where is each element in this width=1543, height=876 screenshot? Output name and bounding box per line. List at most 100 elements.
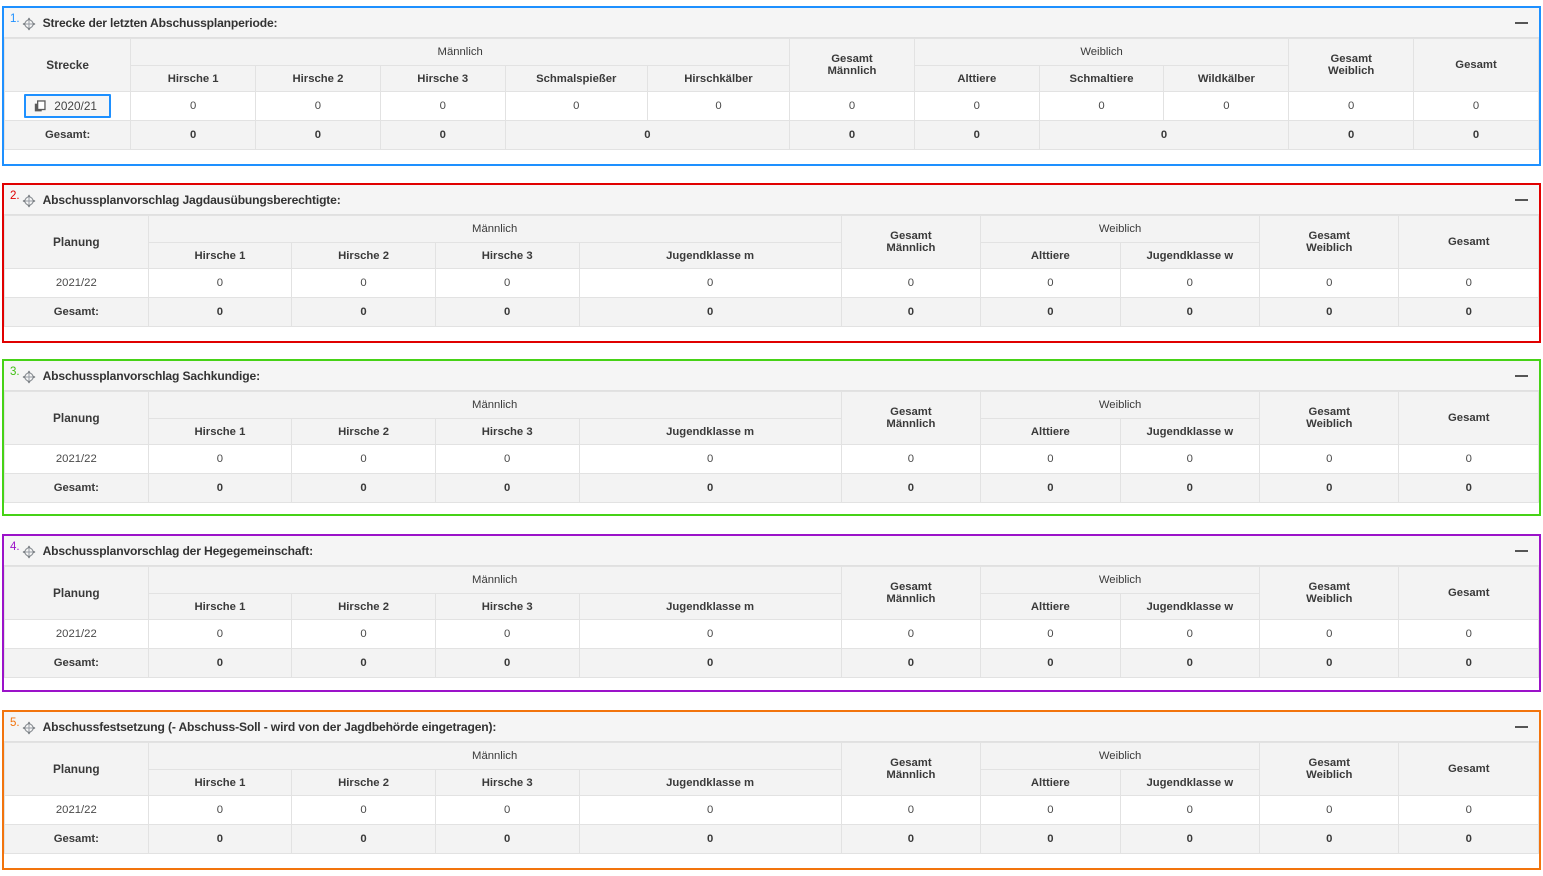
data-cell[interactable]: 0 — [147, 795, 293, 825]
section-panel-4: 4.Abschussplanvorschlag der Hegegemeinsc… — [2, 534, 1541, 692]
data-cell[interactable]: 0 — [434, 619, 580, 649]
col-header-male-3: Jugendklasse m — [578, 593, 842, 620]
data-cell[interactable]: 0 — [980, 444, 1121, 474]
data-cell[interactable]: 0 — [840, 268, 982, 298]
total-cell: 0 — [1398, 297, 1539, 327]
col-header-male-2: Hirsche 3 — [379, 65, 506, 92]
col-group-male: Männlich — [147, 391, 842, 419]
data-cell[interactable]: 0 — [1398, 619, 1539, 649]
minus-icon[interactable] — [1513, 543, 1529, 559]
data-cell[interactable]: 0 — [1259, 268, 1400, 298]
minus-icon[interactable] — [1513, 719, 1529, 735]
data-cell[interactable]: 0 — [1398, 268, 1539, 298]
data-cell[interactable]: 0 — [980, 795, 1121, 825]
data-cell[interactable]: 0 — [147, 444, 293, 474]
move-crosshair-icon[interactable] — [22, 721, 36, 735]
minus-icon[interactable] — [1513, 192, 1529, 208]
total-cell: 0 — [147, 297, 293, 327]
data-cell[interactable]: 0 — [646, 91, 791, 121]
data-cell[interactable]: 0 — [578, 268, 842, 298]
data-cell[interactable]: 0 — [291, 795, 436, 825]
data-cell[interactable]: 0 — [504, 91, 648, 121]
total-cell: 0 — [147, 824, 293, 854]
data-cell[interactable]: 0 — [578, 795, 842, 825]
data-cell[interactable]: 0 — [291, 268, 436, 298]
data-cell[interactable]: 0 — [291, 619, 436, 649]
total-cell: 0 — [1259, 648, 1400, 678]
data-cell[interactable]: 0 — [1119, 444, 1261, 474]
col-header-first: Planung — [4, 742, 149, 796]
data-cell[interactable]: 0 — [1119, 619, 1261, 649]
col-header-male-0: Hirsche 1 — [147, 418, 293, 445]
data-cell[interactable]: 0 — [434, 795, 580, 825]
data-cell[interactable]: 0 — [434, 444, 580, 474]
data-cell[interactable]: 0 — [1119, 795, 1261, 825]
data-cell[interactable]: 0 — [147, 619, 293, 649]
data-cell[interactable]: 0 — [1398, 444, 1539, 474]
data-cell[interactable]: 0 — [291, 444, 436, 474]
total-male-line2: Männlich — [886, 593, 936, 605]
data-cell[interactable]: 0 — [578, 619, 842, 649]
col-header-female-0: Alttiere — [980, 593, 1121, 620]
data-cell[interactable]: 0 — [789, 91, 915, 121]
col-group-female: Weiblich — [980, 215, 1261, 243]
data-cell[interactable]: 0 — [130, 91, 257, 121]
total-cell: 0 — [1038, 120, 1290, 150]
total-female-line2: Weiblich — [1328, 65, 1375, 77]
data-cell[interactable]: 0 — [980, 268, 1121, 298]
col-header-male-1: Hirsche 2 — [255, 65, 381, 92]
move-crosshair-icon[interactable] — [22, 194, 36, 208]
data-cell[interactable]: 0 — [1259, 444, 1400, 474]
col-header-female-1: Jugendklasse w — [1119, 418, 1261, 445]
total-cell: 0 — [291, 473, 436, 503]
move-crosshair-icon[interactable] — [22, 17, 36, 31]
data-cell[interactable]: 0 — [840, 444, 982, 474]
data-cell[interactable]: 0 — [1259, 795, 1400, 825]
minus-icon[interactable] — [1513, 15, 1529, 31]
data-cell[interactable]: 0 — [147, 268, 293, 298]
data-cell[interactable]: 0 — [1398, 795, 1539, 825]
move-crosshair-icon[interactable] — [22, 370, 36, 384]
col-header-male-3: Jugendklasse m — [578, 769, 842, 796]
section-title: Abschussplanvorschlag der Hegegemeinscha… — [42, 543, 314, 558]
data-cell[interactable]: 0 — [578, 444, 842, 474]
total-cell: 0 — [840, 648, 982, 678]
data-cell[interactable]: 0 — [1413, 91, 1539, 121]
data-cell[interactable]: 0 — [255, 91, 381, 121]
row-label: 2021/22 — [4, 795, 149, 825]
total-cell: 0 — [291, 648, 436, 678]
data-cell[interactable]: 0 — [379, 91, 506, 121]
year-chip-button[interactable]: 2020/21 — [24, 94, 111, 118]
data-cell[interactable]: 0 — [1119, 268, 1261, 298]
data-cell[interactable]: 0 — [840, 619, 982, 649]
section-title: Strecke der letzten Abschussplanperiode: — [42, 15, 278, 30]
total-cell: 0 — [291, 824, 436, 854]
data-cell[interactable]: 0 — [1163, 91, 1290, 121]
data-cell[interactable]: 0 — [913, 91, 1040, 121]
col-header-male-1: Hirsche 2 — [291, 242, 436, 269]
total-female-line1: Gesamt — [1308, 581, 1350, 593]
data-cell[interactable]: 0 — [980, 619, 1121, 649]
data-cell[interactable]: 0 — [434, 268, 580, 298]
col-header-total: Gesamt — [1398, 215, 1539, 269]
total-cell: 0 — [130, 120, 257, 150]
data-cell[interactable]: 0 — [840, 795, 982, 825]
minus-icon[interactable] — [1513, 368, 1529, 384]
total-male-line2: Männlich — [886, 242, 936, 254]
data-cell[interactable]: 0 — [1259, 619, 1400, 649]
data-cell[interactable]: 0 — [1288, 91, 1415, 121]
col-group-female: Weiblich — [980, 391, 1261, 419]
data-cell[interactable]: 0 — [1038, 91, 1165, 121]
col-header-male-2: Hirsche 3 — [434, 593, 580, 620]
move-crosshair-icon[interactable] — [22, 545, 36, 559]
